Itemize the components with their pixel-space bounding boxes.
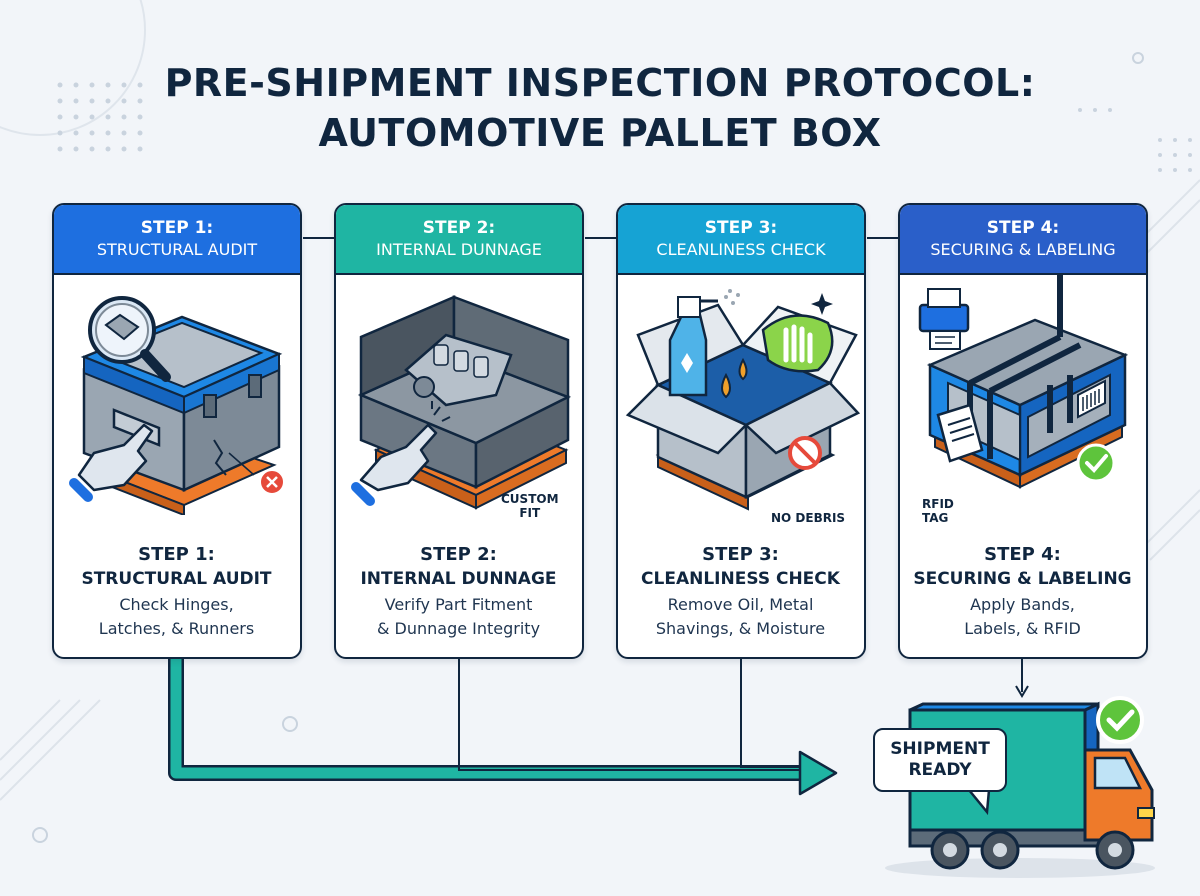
page-title: PRE-SHIPMENT INSPECTION PROTOCOL: AUTOMO… (0, 58, 1200, 158)
step-card-1: STEP 1: STRUCTURAL AUDIT (52, 203, 302, 659)
step-1-caption-title: STRUCTURAL AUDIT (81, 569, 272, 589)
step-card-2: STEP 2: INTERNAL DUNNAGE CUST (334, 203, 584, 659)
step-4-desc-line-1: Apply Bands, (970, 595, 1075, 614)
shipment-ready-line-1: SHIPMENT (890, 739, 990, 759)
step-card-4: STEP 4: SECURING & LABELING (898, 203, 1148, 659)
step-3-header-title: CLEANLINESS CHECK (656, 240, 826, 259)
step-3-caption: STEP 3: CLEANLINESS CHECK Remove Oil, Me… (618, 543, 863, 641)
flow-line-3 (740, 659, 800, 768)
securing-labeling-illustration (918, 275, 1129, 489)
speech-bubble-tail (968, 788, 991, 816)
step-3-caption-title: CLEANLINESS CHECK (641, 569, 840, 589)
step-1-header: STEP 1: STRUCTURAL AUDIT (54, 205, 300, 275)
shipment-ready-bubble: SHIPMENT READY (873, 728, 1007, 792)
structural-audit-illustration (69, 296, 285, 515)
flow-line-2 (458, 659, 800, 771)
main-flow-arrow (168, 659, 815, 781)
step-3-desc-line-1: Remove Oil, Metal (667, 595, 814, 614)
step-3-header: STEP 3: CLEANLINESS CHECK (618, 205, 864, 275)
step-2-header-title: INTERNAL DUNNAGE (376, 240, 542, 259)
internal-dunnage-illustration (351, 295, 572, 510)
step-4-caption: STEP 4: SECURING & LABELING Apply Bands,… (900, 543, 1145, 641)
title-line-1: PRE-SHIPMENT INSPECTION PROTOCOL: (164, 61, 1036, 105)
main-flow-arrow-head (798, 750, 838, 796)
step-1-header-label: STEP 1: (140, 218, 214, 238)
shipment-ready-line-2: READY (908, 760, 972, 780)
delivery-truck-icon (885, 696, 1155, 878)
custom-fit-label: CUSTOM FIT (501, 492, 559, 520)
step-2-caption-title: INTERNAL DUNNAGE (360, 569, 557, 589)
step-2-header-label: STEP 2: (422, 218, 496, 238)
step-4-header-label: STEP 4: (986, 218, 1060, 238)
step-1-desc-line-2: Latches, & Runners (98, 619, 255, 638)
step-1-caption: STEP 1: STRUCTURAL AUDIT Check Hinges, L… (54, 543, 299, 641)
step-2-desc-line-1: Verify Part Fitment (384, 595, 533, 614)
step-4-caption-title: SECURING & LABELING (913, 569, 1132, 589)
no-debris-label: NO DEBRIS (771, 511, 846, 525)
title-line-2: AUTOMOTIVE PALLET BOX (318, 111, 882, 155)
step-2-header: STEP 2: INTERNAL DUNNAGE (336, 205, 582, 275)
step-3-caption-label: STEP 3: (702, 544, 779, 565)
step-4-caption-label: STEP 4: (984, 544, 1061, 565)
step-1-desc-line-1: Check Hinges, (119, 595, 234, 614)
step-4-header-title: SECURING & LABELING (930, 240, 1116, 259)
step-4-desc-line-2: Labels, & RFID (964, 619, 1081, 638)
step-4-header: STEP 4: SECURING & LABELING (900, 205, 1146, 275)
step-1-header-title: STRUCTURAL AUDIT (96, 240, 258, 259)
rfid-tag-label: RFID TAG (922, 497, 954, 525)
step-3-header-label: STEP 3: (704, 218, 778, 238)
step-1-caption-label: STEP 1: (138, 544, 215, 565)
step-2-caption: STEP 2: INTERNAL DUNNAGE Verify Part Fit… (336, 543, 581, 641)
cleanliness-check-illustration (625, 289, 861, 511)
step-2-desc-line-2: & Dunnage Integrity (376, 619, 541, 638)
step-2-caption-label: STEP 2: (420, 544, 497, 565)
step-3-desc-line-2: Shavings, & Moisture (655, 619, 826, 638)
step-card-3: STEP 3: CLEANLINESS CHECK (616, 203, 866, 659)
